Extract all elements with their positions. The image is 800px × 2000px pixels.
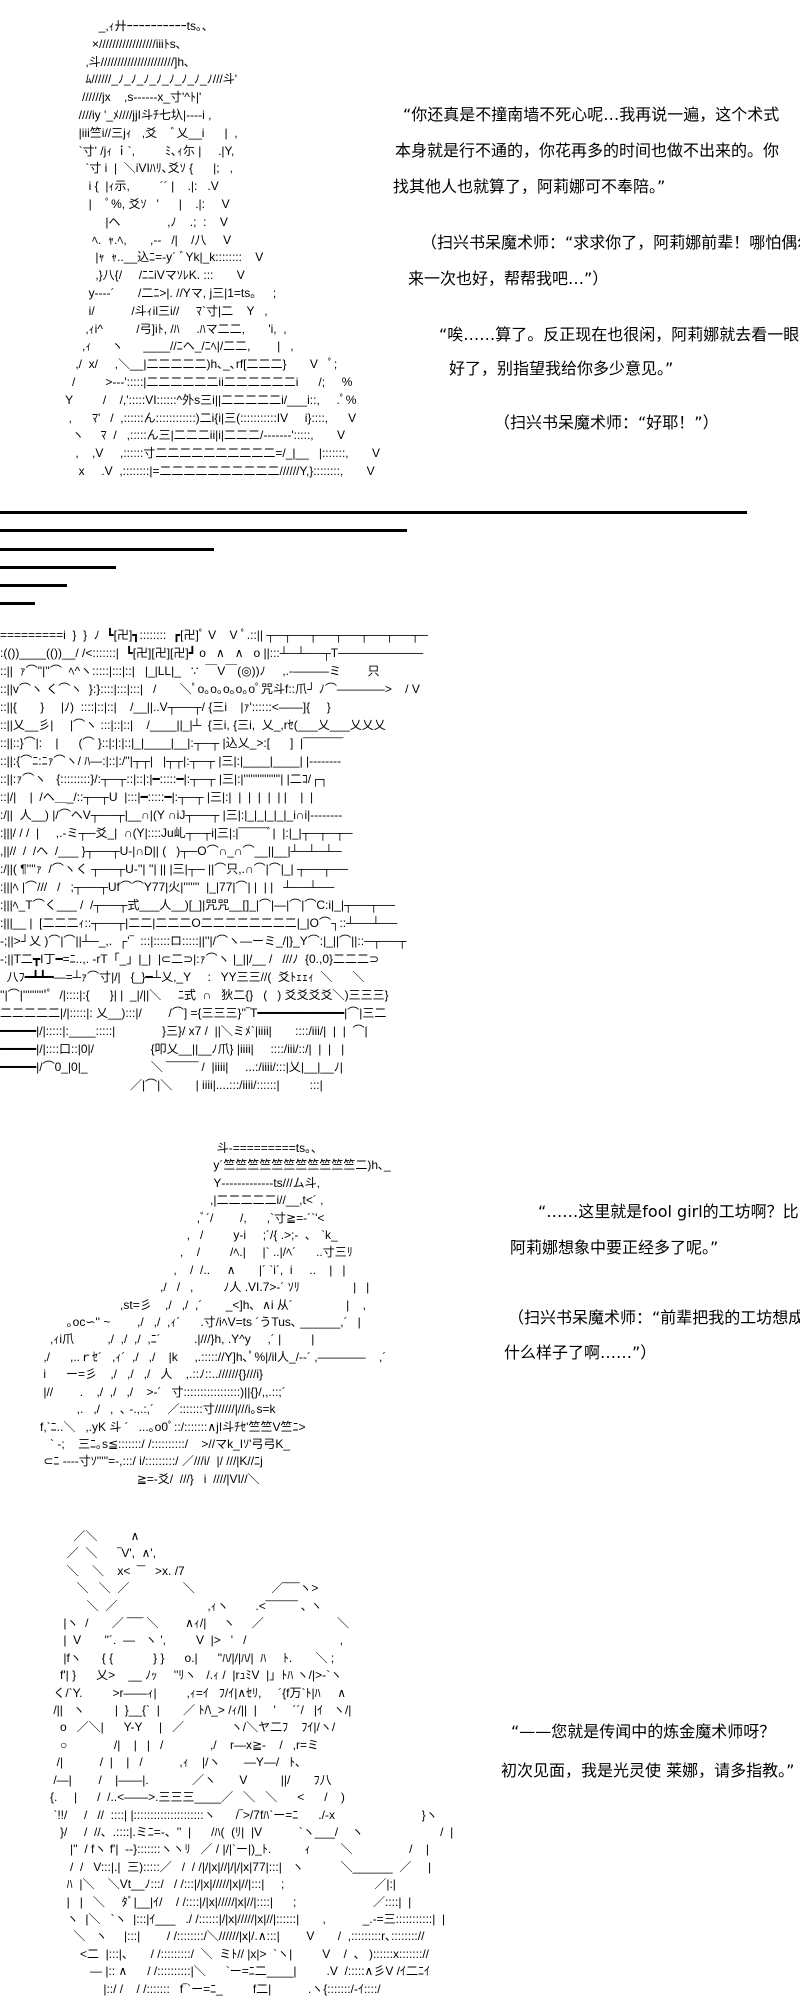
dialogue-line: 好了，别指望我给你多少意见。” — [449, 359, 674, 378]
dialogue-line: （扫兴书呆魔术师：“前辈把我的工坊想成 — [508, 1308, 800, 1327]
ascii-art-panel-4: ／＼ ∧ ／ ＼ ‾V', ∧', ＼ ＼ x< ‾‾ >x. /7 ＼ ＼ ／… — [50, 1529, 454, 1996]
dialogue-line: 初次见面，我是光灵使 莱娜，请多指教。” — [501, 1761, 795, 1780]
ascii-art-panel-1: _,ｨ廾ｰｰｰｰｰｰｰｰｰｰts｡､ ×/////////////////iii… — [65, 19, 380, 478]
divider-rule — [0, 548, 214, 551]
divider-rule — [0, 511, 747, 514]
dialogue-line: 本身就是行不通的，你花再多的时间也做不出来的。你 — [395, 141, 780, 160]
divider-rule — [0, 529, 407, 532]
dialogue-line: “你还真是不撞南墙不死心呢…我再说一遍，这个术式 — [403, 105, 780, 124]
divider-rule — [0, 602, 35, 605]
ascii-art-workshop-room: =========i } } ﾉ ┗[卍]┓:::::::: ┏[卍]ﾟ V V… — [0, 628, 428, 1092]
dialogue-line: （扫兴书呆魔术师：“好耶！”） — [494, 413, 719, 432]
dialogue-line: 找其他人也就算了，阿莉娜可不奉陪。” — [393, 177, 666, 196]
dialogue-line: 什么样子了啊……”） — [504, 1343, 657, 1362]
ascii-art-panel-3: 斗-=========ts｡､ y´竺竺竺竺竺竺竺竺竺竺竺二)h､_ Y‐‐‐‐… — [40, 1141, 391, 1486]
divider-rule — [0, 566, 116, 569]
dialogue-line: 阿莉娜想象中要正经多了呢。” — [510, 1238, 719, 1257]
divider-rule — [0, 584, 67, 587]
dialogue-line: “唉……算了。反正现在也很闲，阿莉娜就去看一眼 — [439, 325, 800, 344]
dialogue-line: “……这里就是fool girl的工坊啊？比 — [538, 1202, 799, 1221]
dialogue-line: （扫兴书呆魔术师：“求求你了，阿莉娜前辈！哪怕偶尔 — [421, 233, 800, 252]
dialogue-line: “——您就是传闻中的炼金魔术师呀？ — [511, 1722, 776, 1741]
dialogue-line: 来一次也好，帮帮我吧…”） — [408, 269, 609, 288]
